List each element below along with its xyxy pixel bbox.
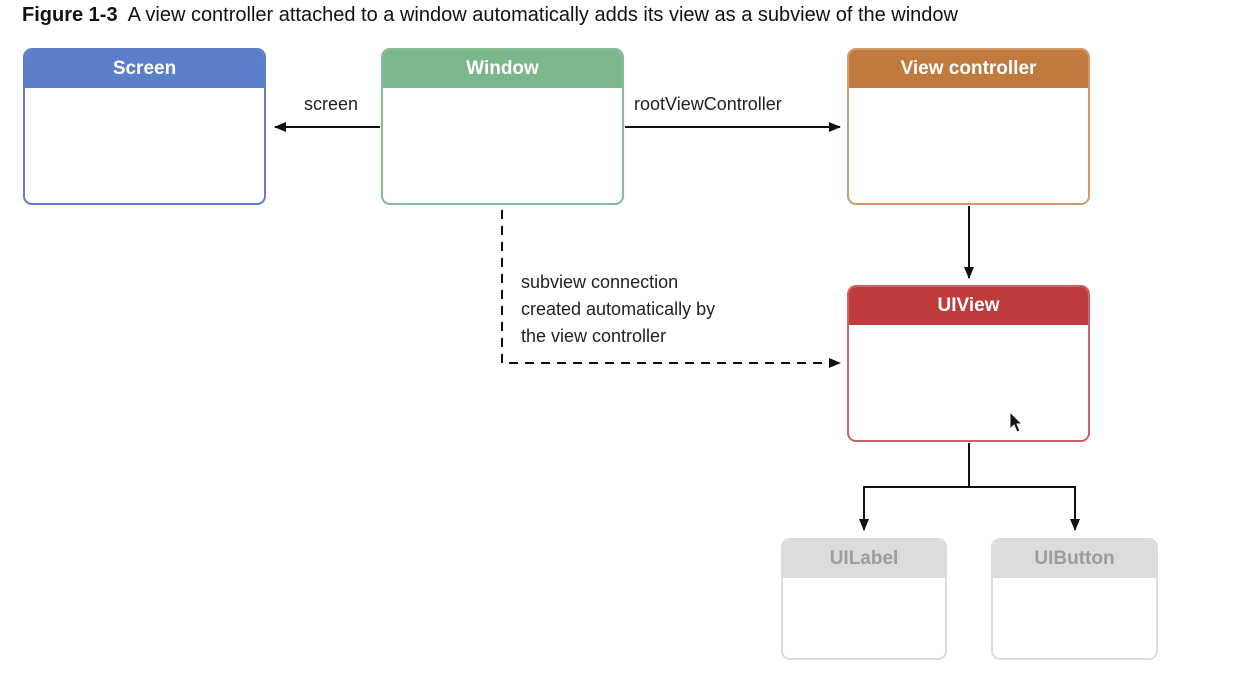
screen-node: Screen	[23, 48, 266, 205]
note-line: the view controller	[521, 326, 667, 346]
note-line: subview connection	[521, 272, 679, 292]
uiview-node: UIView	[847, 285, 1090, 442]
uibutton-node: UIButton	[991, 538, 1158, 660]
figure-number: Figure 1-3	[22, 4, 118, 26]
uiview-node-body	[849, 325, 1088, 440]
root-view-controller-edge-label: rootViewController	[634, 94, 782, 114]
window-node: Window	[381, 48, 624, 205]
note-line: created automatically by	[521, 299, 716, 319]
uibutton-node-body	[993, 578, 1156, 658]
uilabel-node-body	[783, 578, 945, 658]
figure-title: A view controller attached to a window a…	[127, 4, 958, 26]
view-controller-node-title: View controller	[849, 50, 1088, 88]
window-node-title: Window	[383, 50, 622, 88]
window-node-body	[383, 88, 622, 203]
screen-edge-label: screen	[304, 94, 359, 114]
figure-caption: Figure 1-3 A view controller attached to …	[22, 4, 958, 27]
screen-node-body	[25, 88, 264, 203]
uilabel-node-title: UILabel	[783, 540, 945, 578]
screen-node-title: Screen	[25, 50, 264, 88]
uilabel-node: UILabel	[781, 538, 947, 660]
view-controller-node: View controller	[847, 48, 1090, 205]
subview-connection-note: subview connection created automatically…	[521, 269, 715, 350]
edge-subview-connection	[501, 210, 841, 368]
edge-uiview-to-uibutton	[969, 486, 1080, 531]
uiview-node-title: UIView	[849, 287, 1088, 325]
edge-uiview-to-uilabel	[859, 486, 969, 531]
view-controller-node-body	[849, 88, 1088, 203]
uibutton-node-title: UIButton	[993, 540, 1156, 578]
mouse-pointer-icon	[1009, 411, 1024, 433]
